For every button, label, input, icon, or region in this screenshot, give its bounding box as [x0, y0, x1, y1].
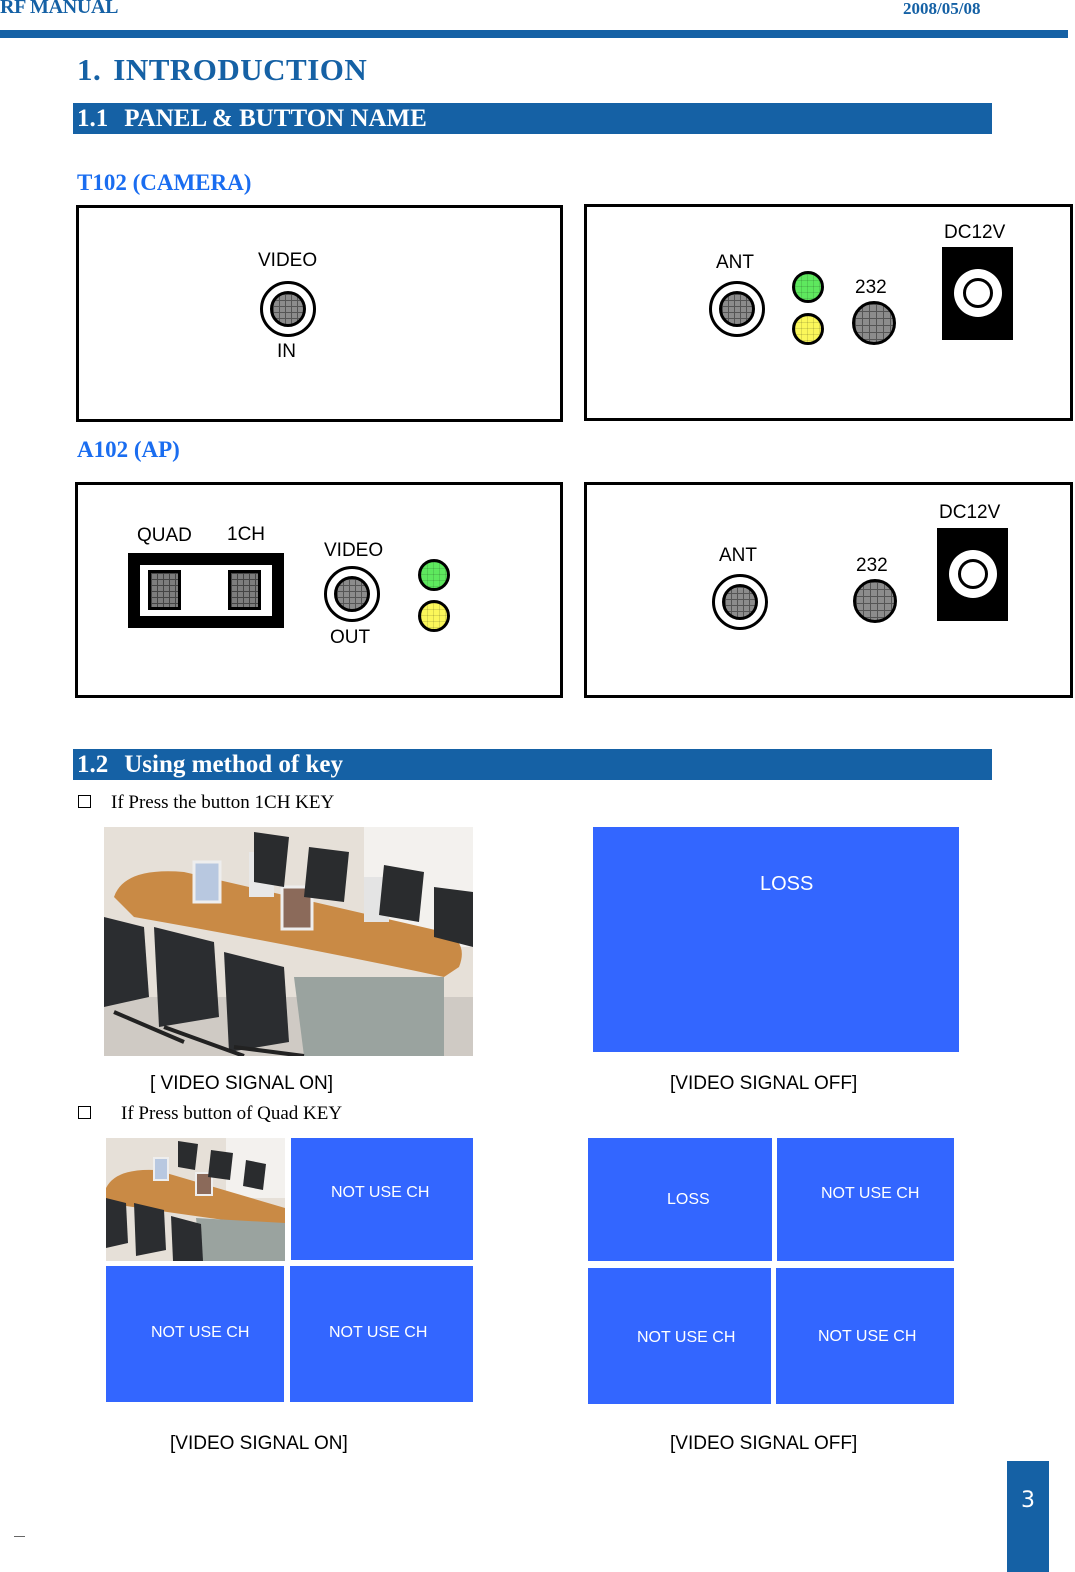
a102-title: A102 (AP)	[77, 437, 180, 462]
port-232-label: 232	[855, 277, 887, 298]
1ch-label: 1CH	[227, 524, 266, 545]
green-led-icon	[418, 559, 450, 591]
quad-label: QUAD	[137, 525, 192, 546]
checkbox-bullet-icon	[78, 1106, 91, 1119]
checkbox-bullet-icon	[78, 795, 91, 808]
t102-rear-panel: ANT 232 DC12V	[584, 204, 1073, 421]
in-label: IN	[277, 341, 296, 362]
loss-text: LOSS	[760, 873, 814, 895]
rs232-port-icon	[853, 579, 897, 623]
quad-view-signal-on: NOT USE CH NOT USE CH NOT USE CH	[106, 1138, 473, 1402]
dc12v-label: DC12V	[939, 502, 1001, 523]
green-led-icon	[792, 271, 824, 303]
caption-signal-off: [VIDEO SIGNAL OFF]	[670, 1073, 858, 1094]
a102-rear-panel: ANT 232 DC12V	[584, 482, 1073, 698]
conference-room-photo	[104, 827, 473, 1056]
cell-text: NOT USE CH	[818, 1328, 917, 1345]
key-switch-housing	[128, 553, 284, 628]
quad-cell-ch2: NOT USE CH	[777, 1138, 954, 1261]
section-title: PANEL & BUTTON NAME	[124, 105, 427, 132]
bullet-1ch-key: If Press the button 1CH KEY	[78, 792, 334, 814]
dc-power-jack-icon	[937, 528, 1008, 621]
t102-title: T102 (CAMERA)	[77, 170, 252, 195]
caption-signal-on: [VIDEO SIGNAL ON]	[170, 1433, 348, 1454]
footer-mark	[14, 1536, 25, 1537]
section-1-1-bar: 1.1 PANEL & BUTTON NAME	[73, 103, 992, 134]
quad-cell-ch1: LOSS	[588, 1138, 772, 1261]
manual-date: 2008/05/08	[903, 0, 981, 18]
cell-text: NOT USE CH	[821, 1185, 920, 1202]
conference-room-photo	[106, 1138, 285, 1261]
yellow-led-icon	[418, 600, 450, 632]
chapter-number: 1.	[77, 52, 102, 87]
video-in-jack	[260, 281, 316, 337]
chapter-heading: 1. INTRODUCTION	[77, 52, 367, 88]
a102-front-panel: QUAD 1CH VIDEO OUT	[75, 482, 563, 698]
cell-text: NOT USE CH	[329, 1324, 428, 1341]
loss-screen: LOSS	[593, 827, 959, 1052]
quad-cell-ch3: NOT USE CH	[106, 1266, 284, 1402]
port-232-label: 232	[856, 555, 888, 576]
manual-title: RF MANUAL	[0, 0, 119, 18]
quad-cell-ch3: NOT USE CH	[588, 1268, 771, 1404]
ant-connector	[709, 281, 765, 337]
video-out-jack	[324, 566, 380, 622]
quad-view-signal-off: LOSS NOT USE CH NOT USE CH NOT USE CH	[588, 1138, 954, 1404]
yellow-led-icon	[792, 313, 824, 345]
t102-front-panel: VIDEO IN	[76, 205, 563, 422]
dc12v-label: DC12V	[944, 222, 1006, 243]
caption-signal-off: [VIDEO SIGNAL OFF]	[670, 1433, 858, 1454]
dc-power-jack-icon	[942, 247, 1013, 340]
section-title: Using method of key	[124, 751, 344, 778]
bullet-text: If Press button of Quad KEY	[121, 1103, 343, 1124]
rs232-port-icon	[852, 301, 896, 345]
section-1-2-bar: 1.2 Using method of key	[73, 749, 992, 780]
page-number: 3	[1007, 1461, 1049, 1572]
bullet-quad-key: If Press button of Quad KEY	[78, 1103, 342, 1125]
ant-connector	[712, 574, 768, 630]
cell-text: NOT USE CH	[331, 1184, 430, 1201]
header-rule	[0, 30, 1068, 38]
caption-signal-on: [ VIDEO SIGNAL ON]	[150, 1073, 334, 1094]
video-label: VIDEO	[324, 540, 384, 561]
section-number: 1.2	[77, 751, 109, 778]
quad-cell-ch4: NOT USE CH	[290, 1266, 473, 1402]
1ch-key-button[interactable]	[228, 570, 261, 610]
video-label: VIDEO	[258, 250, 318, 271]
cell-text: LOSS	[667, 1191, 710, 1208]
cell-text: NOT USE CH	[151, 1324, 250, 1341]
quad-cell-ch2: NOT USE CH	[291, 1138, 473, 1260]
out-label: OUT	[330, 627, 371, 648]
cell-text: NOT USE CH	[637, 1329, 736, 1346]
chapter-title: INTRODUCTION	[113, 52, 368, 87]
ant-label: ANT	[716, 252, 754, 273]
bullet-text: If Press the button 1CH KEY	[111, 792, 335, 813]
ant-label: ANT	[719, 545, 757, 566]
section-number: 1.1	[77, 105, 109, 132]
quad-cell-ch4: NOT USE CH	[776, 1268, 954, 1404]
quad-key-button[interactable]	[148, 570, 181, 610]
